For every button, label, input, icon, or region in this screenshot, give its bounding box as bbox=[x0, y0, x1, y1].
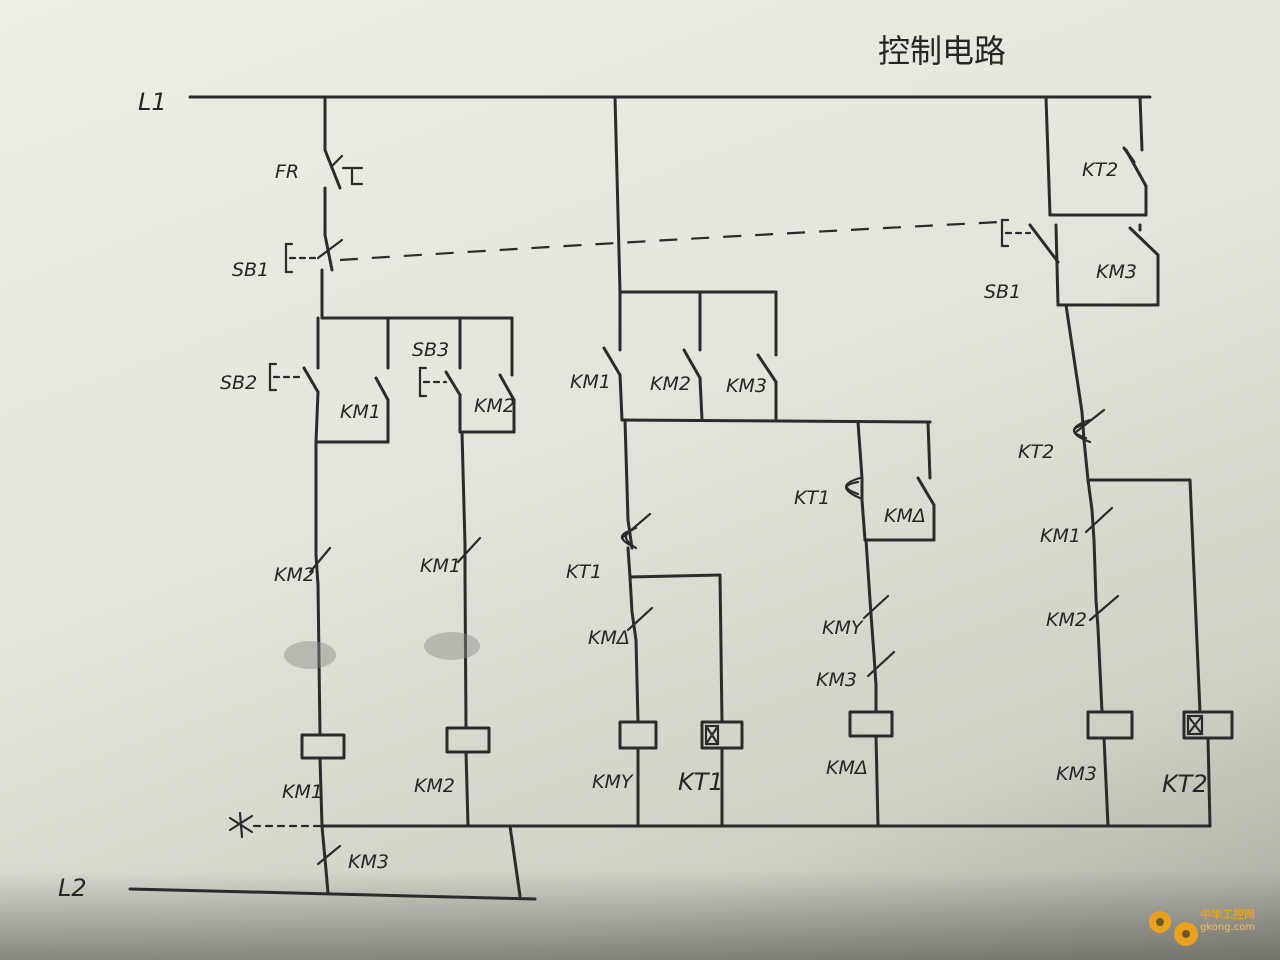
middle-branch-wires bbox=[613, 95, 936, 828]
km3-hold-label: KM3 bbox=[1096, 261, 1137, 283]
kmy-nc-label: KMY bbox=[822, 617, 864, 639]
km3-nc-label: KM3 bbox=[816, 669, 857, 691]
km-delta-nc-label: KMΔ bbox=[588, 627, 630, 649]
left-branch-wires bbox=[314, 95, 1212, 898]
mid-km1-label: KM1 bbox=[570, 371, 611, 393]
km3-hold-contact bbox=[1128, 226, 1160, 257]
mid-km3-contact bbox=[756, 353, 778, 384]
km1-nc-label: KM1 bbox=[420, 555, 461, 577]
kt1-delay-contact bbox=[620, 512, 652, 550]
km-delta-hold-contact bbox=[916, 476, 936, 507]
sb1-right-label: SB1 bbox=[984, 281, 1021, 303]
sb1-left-label: SB1 bbox=[232, 259, 269, 281]
km2-hold-label: KM2 bbox=[474, 395, 515, 417]
km3-coil-label: KM3 bbox=[1056, 763, 1097, 785]
km2-hold-contact bbox=[498, 373, 516, 402]
mid-km2-label: KM2 bbox=[650, 373, 691, 395]
paper-shadow bbox=[0, 870, 1280, 960]
fr-thermal-relay-contact bbox=[323, 148, 364, 190]
sb1-stop-button-left bbox=[284, 233, 344, 274]
km1-nc-interlock bbox=[456, 536, 482, 577]
kt2-top-contact bbox=[1122, 146, 1148, 188]
diagram-title: 控制电路 bbox=[878, 32, 1006, 70]
right-branch-wires bbox=[1044, 95, 1212, 828]
kt2-delay-label: KT2 bbox=[1018, 441, 1054, 463]
sb1-stop-button-right bbox=[1000, 218, 1060, 264]
mid-km2-contact bbox=[682, 348, 702, 380]
mid-km3-label: KM3 bbox=[726, 375, 767, 397]
watermark-site: gkong.com bbox=[1200, 922, 1256, 933]
kt1-right-contact bbox=[844, 476, 864, 502]
kt1-delay-label: KT1 bbox=[566, 561, 602, 583]
km1-nc-right bbox=[1084, 506, 1114, 542]
watermark-name: 中华工控网 bbox=[1200, 908, 1255, 921]
sb2-start-button bbox=[268, 362, 320, 394]
km1-coil bbox=[300, 733, 346, 760]
km2-coil bbox=[445, 726, 491, 754]
km2-nc-interlock bbox=[308, 546, 332, 587]
rail-l2-label: L2 bbox=[58, 874, 87, 902]
sb3-label: SB3 bbox=[412, 339, 449, 361]
gkong-logo-icon bbox=[1149, 911, 1198, 946]
km2-coil-label: KM2 bbox=[414, 775, 455, 797]
cut-mark bbox=[228, 811, 324, 839]
km1-nc-right-label: KM1 bbox=[1040, 525, 1081, 547]
kt1-coil-label: KT1 bbox=[678, 768, 724, 796]
kt2-coil-label: KT2 bbox=[1162, 770, 1208, 798]
kt1-right-label: KT1 bbox=[794, 487, 830, 509]
erased-mark bbox=[284, 641, 336, 669]
sb1-mechanical-link bbox=[339, 220, 1001, 262]
km3-nc-contact bbox=[866, 650, 896, 687]
km2-nc-right bbox=[1088, 594, 1120, 630]
km-delta-coil-label: KMΔ bbox=[826, 757, 868, 779]
km-delta-nc-contact bbox=[626, 606, 654, 642]
rail-l2 bbox=[128, 887, 537, 901]
km-delta-coil bbox=[848, 710, 894, 738]
kt1-coil bbox=[700, 720, 744, 750]
fr-label: FR bbox=[275, 161, 299, 183]
rail-l1-label: L1 bbox=[138, 88, 167, 116]
km1-hold-label: KM1 bbox=[340, 401, 381, 423]
kt2-top-label: KT2 bbox=[1082, 159, 1118, 181]
kmy-coil bbox=[618, 720, 658, 750]
km3-bottom-label: KM3 bbox=[348, 851, 389, 873]
km3-nc-bottom bbox=[316, 844, 342, 872]
km2-nc-label: KM2 bbox=[274, 564, 315, 586]
kmy-coil-label: KMY bbox=[592, 771, 634, 793]
sb3-start-button bbox=[418, 366, 462, 398]
erased-mark bbox=[424, 632, 480, 660]
kt2-coil bbox=[1182, 710, 1234, 740]
km2-nc-right-label: KM2 bbox=[1046, 609, 1087, 631]
km-delta-hold-label: KMΔ bbox=[884, 505, 926, 527]
kmy-nc-contact bbox=[862, 594, 890, 630]
km1-hold-contact bbox=[374, 376, 390, 402]
sb2-label: SB2 bbox=[220, 372, 257, 394]
kt2-delay-contact bbox=[1072, 408, 1106, 444]
km3-coil bbox=[1086, 710, 1134, 740]
km1-coil-label: KM1 bbox=[282, 781, 323, 803]
mid-km1-contact bbox=[602, 346, 622, 377]
